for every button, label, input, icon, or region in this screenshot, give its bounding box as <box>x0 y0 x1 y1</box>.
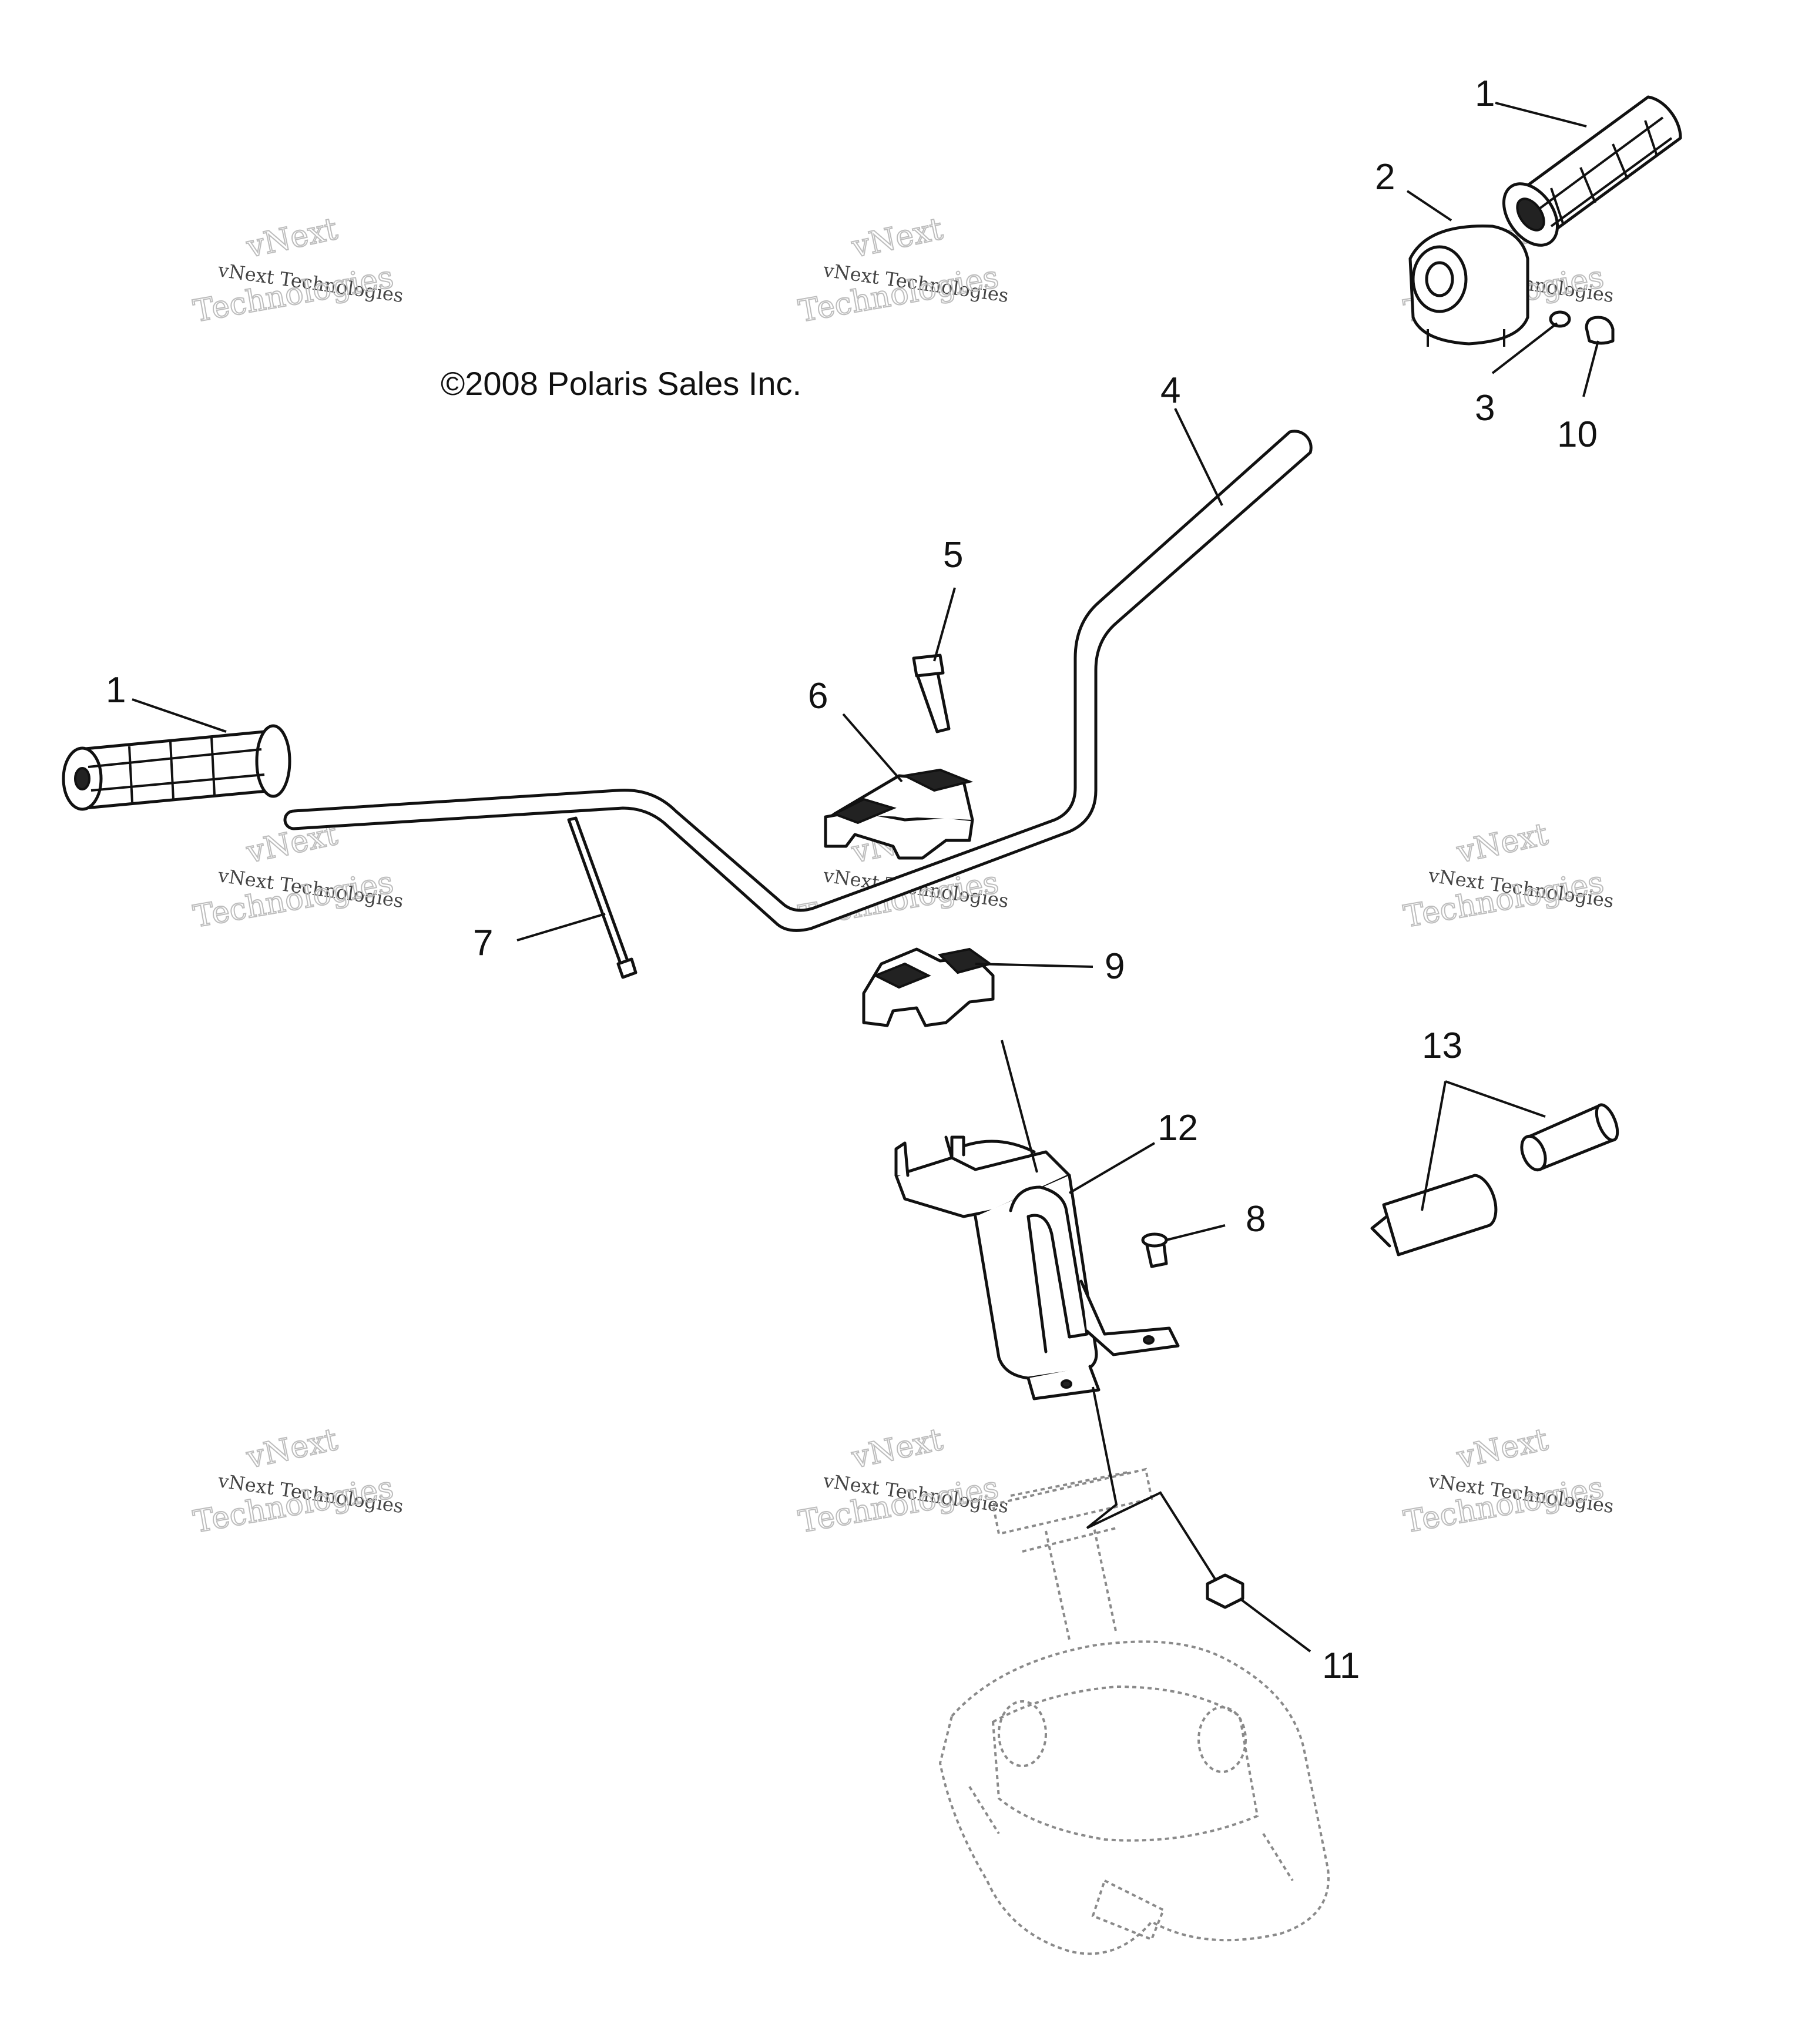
grip-right <box>1502 95 1682 247</box>
long-bolt <box>567 816 638 979</box>
callout-6: 6 <box>808 676 828 716</box>
callout-11: 11 <box>1322 1646 1360 1686</box>
steering-post-ghost <box>938 1467 1330 1955</box>
watermark-brand: vNext <box>1454 817 1551 870</box>
watermark: vNext vNext Technologies Technologies <box>190 816 405 936</box>
throttle-housing <box>1408 224 1529 347</box>
callout-10: 10 <box>1557 414 1598 455</box>
leader-lines <box>132 102 1599 1653</box>
throttle-cap <box>1585 316 1615 345</box>
clamp-bolt <box>912 654 951 733</box>
small-bolt <box>1141 1232 1168 1268</box>
callout-1-left: 1 <box>106 670 126 711</box>
callout-5: 5 <box>943 535 963 575</box>
watermark-brand: vNext <box>848 212 946 265</box>
callout-12: 12 <box>1158 1108 1198 1148</box>
watermark: vNext vNext Technologies Technologies <box>1401 1422 1615 1541</box>
callout-7: 7 <box>473 923 493 963</box>
callouts: 1 1 2 3 10 4 5 6 7 9 12 8 13 11 <box>106 73 1598 1686</box>
watermark: vNext vNext Technologies Technologies <box>796 1422 1010 1541</box>
copyright-notice: ©2008 Polaris Sales Inc. <box>441 365 801 402</box>
kit-plug <box>1520 1103 1619 1172</box>
callout-9: 9 <box>1105 946 1125 987</box>
callout-4: 4 <box>1160 370 1180 411</box>
callout-1-top: 1 <box>1475 73 1495 114</box>
handlebar <box>283 430 1313 932</box>
watermark: vNext vNext Technologies Technologies <box>796 211 1010 330</box>
throttle-screw <box>1549 310 1571 328</box>
upper-clamp <box>824 768 974 860</box>
watermark-brand: vNext <box>1454 1422 1551 1476</box>
watermark: vNext vNext Technologies Technologies <box>190 1422 405 1541</box>
watermark-brand: vNext <box>243 1422 341 1476</box>
callout-8: 8 <box>1246 1199 1266 1239</box>
callout-13: 13 <box>1422 1026 1462 1066</box>
watermark: vNext vNext Technologies Technologies <box>1401 816 1615 936</box>
watermark-brand: vNext <box>243 212 341 265</box>
watermark: vNext vNext Technologies Technologies <box>190 211 405 330</box>
hex-nut <box>1206 1573 1244 1609</box>
grip-left <box>62 724 291 811</box>
mounting-bracket <box>894 1135 1180 1400</box>
callout-2: 2 <box>1375 157 1395 197</box>
kit-cylinder <box>1370 1174 1498 1256</box>
lower-clamp <box>862 947 995 1027</box>
callout-3: 3 <box>1475 388 1495 428</box>
watermark-brand: vNext <box>848 1422 946 1476</box>
